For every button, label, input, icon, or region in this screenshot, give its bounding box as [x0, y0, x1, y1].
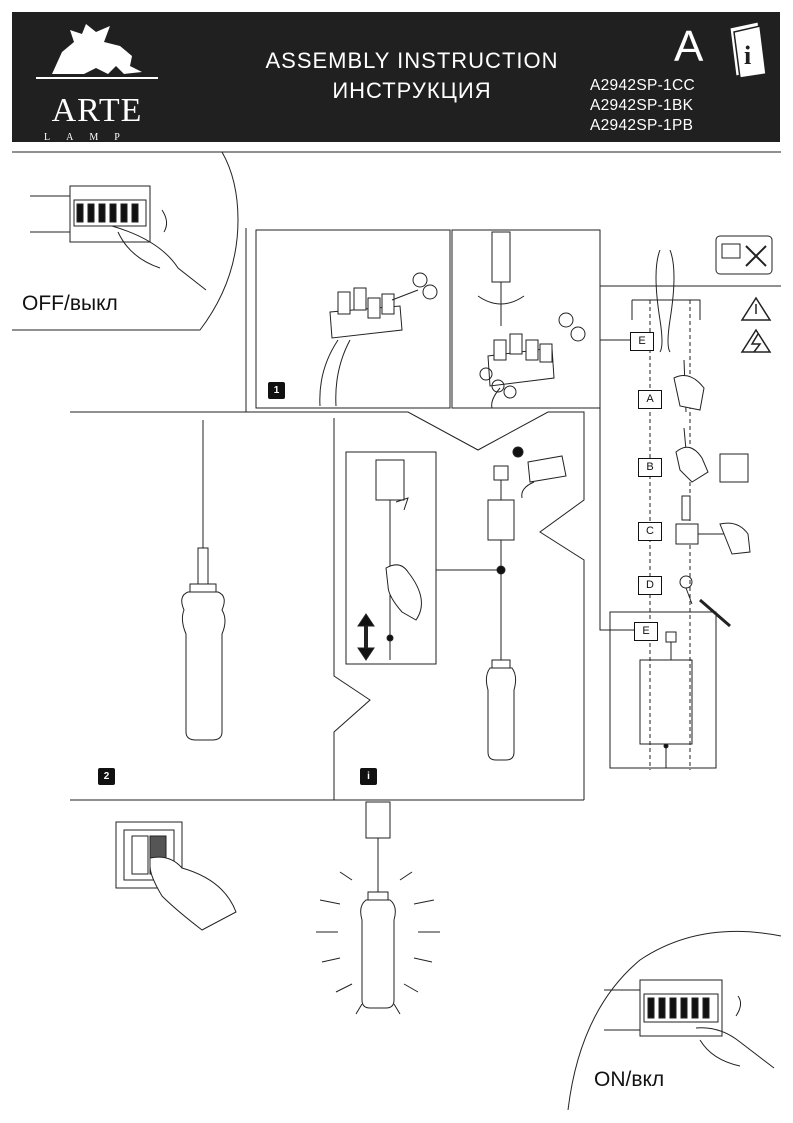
svg-text:i: i [744, 41, 751, 70]
model-list: A2942SP-1CC A2942SP-1BK A2942SP-1PB [590, 76, 780, 136]
griffin-logo-icon [36, 24, 158, 79]
tool-label: C [638, 522, 662, 541]
model-number: A2942SP-1CC [590, 77, 695, 94]
electric-hazard-icon [740, 328, 772, 353]
circuit-breaker-on-icon [604, 979, 775, 1069]
model-number: A2942SP-1BK [590, 97, 694, 114]
instruction-book-icon: i [729, 21, 767, 79]
brand-subtitle: LAMP [44, 132, 136, 143]
circuit-breaker-off-icon [30, 185, 207, 291]
tool-label: D [638, 576, 662, 595]
pendant-lamp-icon [181, 420, 226, 741]
title-russian: ИНСТРУКЦИЯ [332, 78, 492, 103]
on-label: ON/вкл [594, 1068, 665, 1091]
info-badge: i [360, 768, 377, 785]
section-letter: A [674, 22, 704, 71]
off-label: OFF/выкл [22, 292, 118, 315]
lit-pendant-icon [316, 801, 440, 1015]
brand-logo: ARTE LAMP [12, 12, 182, 143]
tool-label: A [638, 390, 662, 409]
brand-name: ARTE [51, 92, 143, 129]
tool-label: E [630, 332, 654, 351]
tool-label: B [638, 458, 662, 477]
header-bar: ARTE LAMP ASSEMBLY INSTRUCTION ИНСТРУКЦИ… [12, 12, 780, 143]
step-badge: 2 [98, 768, 115, 785]
model-number: A2942SP-1PB [590, 117, 694, 134]
wall-switch-icon [115, 821, 237, 931]
title-english: ASSEMBLY INSTRUCTION [265, 48, 559, 73]
step-badge: 1 [268, 382, 285, 399]
no-tools-icon [715, 235, 773, 275]
warning-icon [740, 296, 772, 321]
tool-label: E [634, 622, 658, 641]
